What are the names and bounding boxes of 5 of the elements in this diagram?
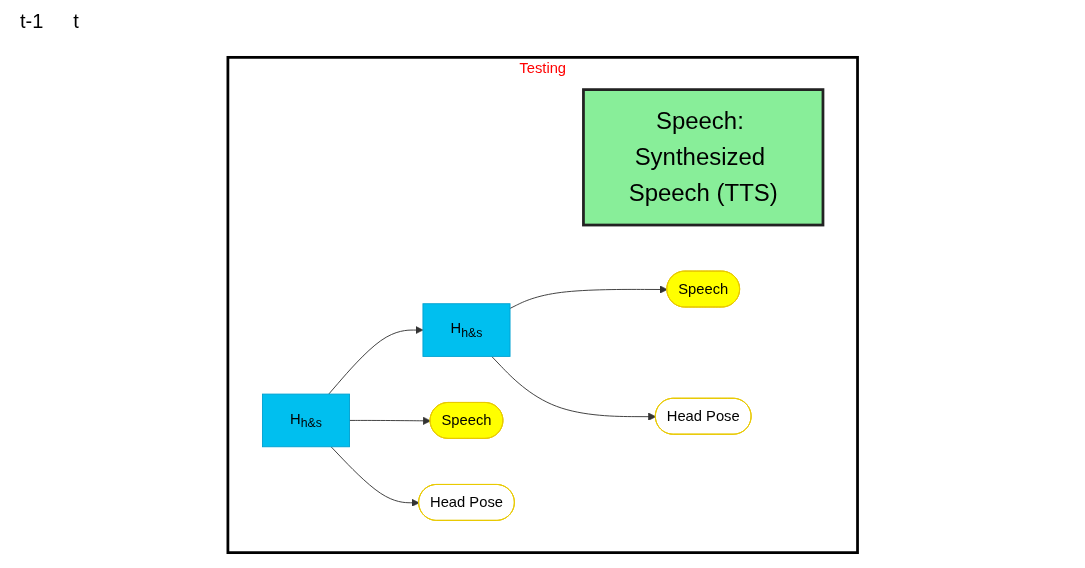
node-box: Speech: Synthesized Speech (TTS): [581, 88, 825, 227]
node-box: H$_{h&s}$: [261, 393, 350, 448]
column-label: t: [73, 10, 79, 33]
node-box: H$_{h&s}$: [422, 303, 511, 357]
column-label: t-1: [20, 10, 44, 33]
